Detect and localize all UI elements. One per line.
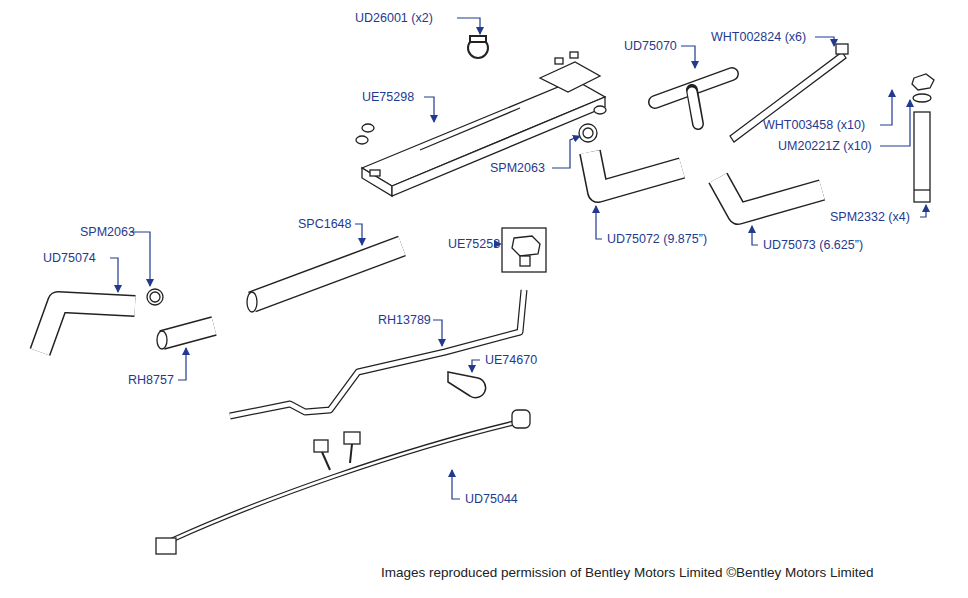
leader-line-part xyxy=(452,470,460,499)
mounting-bracket xyxy=(356,52,606,196)
hose-ends-part xyxy=(247,292,257,312)
mounting-bracket-part xyxy=(356,136,368,144)
part-label: UD75073 (6.625”) xyxy=(763,237,863,253)
wiring-harness-part xyxy=(322,452,330,470)
wiring-harness-part xyxy=(314,440,328,452)
part-label: UE75253 xyxy=(448,236,500,252)
stud-and-nuts xyxy=(912,74,934,202)
fuel-pipe xyxy=(230,290,524,416)
part-label: SPC1648 xyxy=(298,216,352,232)
hose-part xyxy=(718,178,822,214)
leader-line-part xyxy=(880,90,892,125)
part-label: UE75298 xyxy=(362,89,414,105)
wiring-harness-part xyxy=(172,422,518,540)
part-label: UD75044 xyxy=(465,491,518,507)
part-label: UD75074 xyxy=(43,250,96,266)
hose-part xyxy=(162,326,214,340)
wiring-harness-part xyxy=(156,538,176,554)
hose-clamp xyxy=(468,36,488,58)
hose-ends-part xyxy=(147,289,163,305)
leader-line-part xyxy=(457,18,480,34)
hose-ends-part xyxy=(157,331,167,349)
part-label: UD75070 xyxy=(624,38,677,54)
banjo-bolt-part xyxy=(502,228,546,272)
wiring-harness-part xyxy=(350,444,352,463)
hose xyxy=(40,152,822,352)
tee-piece-part xyxy=(692,92,698,124)
leader-line-part xyxy=(110,258,118,292)
tee-piece-part xyxy=(692,90,698,124)
hose-part xyxy=(718,178,822,214)
banjo-bolt xyxy=(502,228,546,272)
leader-line-part xyxy=(433,320,442,346)
fuel-pipe-part xyxy=(230,290,524,416)
stud-and-nuts-part xyxy=(914,112,930,202)
part-label: RH8757 xyxy=(128,372,174,388)
credit-note: Images reproduced permission of Bentley … xyxy=(381,565,873,581)
leader-line-part xyxy=(596,206,602,239)
part-label: UM20221Z (x10) xyxy=(778,138,872,154)
wiring-harness xyxy=(156,410,530,554)
part-label: WHT002824 (x6) xyxy=(711,29,806,45)
pipe-clip xyxy=(448,372,486,398)
part-label: WHT003458 (x10) xyxy=(763,117,865,133)
part-label: RH13789 xyxy=(378,312,431,328)
leader-line-part xyxy=(178,348,186,380)
hose-ends-part xyxy=(583,128,593,138)
hose-part xyxy=(40,302,135,352)
stud-and-nuts-part xyxy=(913,94,931,102)
mounting-bracket-part xyxy=(392,97,605,196)
pipe-clip-part xyxy=(448,372,486,398)
leader-line-part xyxy=(355,224,362,245)
mounting-bracket-part xyxy=(540,62,600,92)
hose-ends xyxy=(147,124,597,349)
mounting-bracket-part xyxy=(362,124,374,132)
wiring-harness-part xyxy=(172,422,518,540)
part-label: SPM2332 (x4) xyxy=(830,209,910,225)
part-label: UE74670 xyxy=(485,352,537,368)
mounting-bracket-part xyxy=(594,106,606,114)
mounting-bracket-part xyxy=(570,52,578,58)
mounting-bracket-part xyxy=(362,80,605,186)
part-label: UD26001 (x2) xyxy=(355,10,433,26)
leader-line-part xyxy=(472,360,480,372)
fuel-pipe-part xyxy=(230,290,524,416)
mounting-bracket-part xyxy=(555,58,563,64)
leader-line-part xyxy=(552,136,580,168)
tee-piece xyxy=(655,74,732,124)
hose-part xyxy=(252,246,402,302)
mounting-bracket-part xyxy=(370,170,380,176)
leader-line-part xyxy=(681,46,695,68)
leader-line-part xyxy=(880,100,910,146)
hose-part xyxy=(162,326,214,340)
cable-tie-part xyxy=(836,44,848,54)
hose-ends-part xyxy=(579,124,597,142)
banjo-bolt-part xyxy=(512,236,540,256)
leader-line xyxy=(110,18,926,499)
part-label: SPM2063 xyxy=(490,160,545,176)
part-label: UD75072 (9.875”) xyxy=(607,231,707,247)
hose-part xyxy=(252,246,402,302)
part-label: SPM2063 xyxy=(80,224,135,240)
hose-part xyxy=(40,302,135,352)
stud-and-nuts-part xyxy=(914,189,930,190)
hose-part xyxy=(590,152,682,192)
leader-line-part xyxy=(130,232,150,286)
stud-and-nuts-part xyxy=(912,74,934,90)
leader-line-part xyxy=(752,226,758,245)
wiring-harness-part xyxy=(344,432,360,444)
mounting-bracket-part xyxy=(362,168,392,196)
wiring-harness-part xyxy=(512,410,530,428)
mounting-bracket-part xyxy=(420,108,520,150)
leader-line-part xyxy=(424,97,434,122)
leader-line-part xyxy=(920,205,926,217)
hose-ends-part xyxy=(150,292,160,302)
hose-part xyxy=(590,152,682,192)
leader-line-part xyxy=(815,37,834,46)
hose-clamp-part xyxy=(470,36,486,42)
banjo-bolt-part xyxy=(520,256,530,266)
